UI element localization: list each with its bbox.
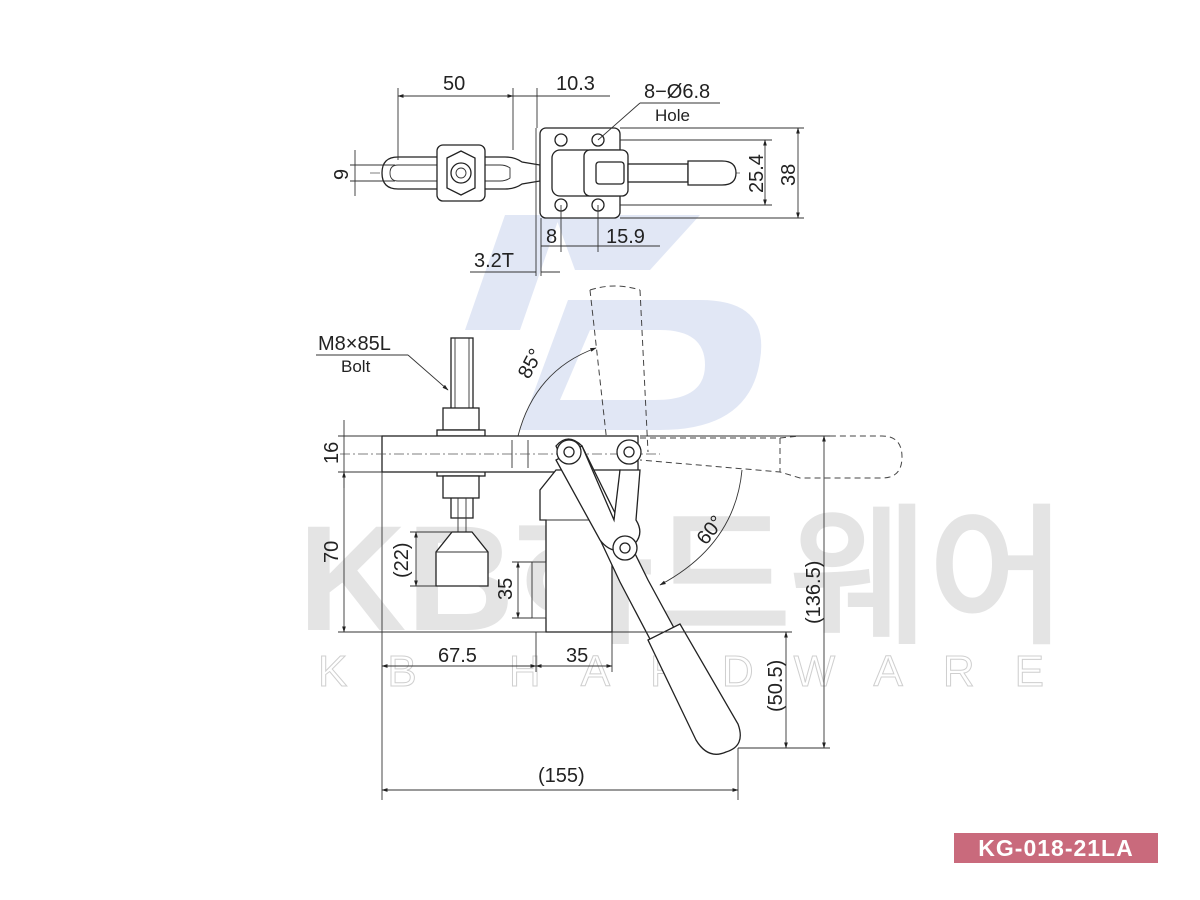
side-view: 85° 60° [316,285,903,800]
ghost-handle-closed [639,435,903,479]
handle-grip-top [687,160,737,186]
dimension-15-9: 15.9 [561,205,660,252]
dim-label-38: 38 [778,164,800,186]
dimension-70: 70 [321,471,546,633]
dim-label-155: (155) [538,765,585,787]
dim-label-25-4: 25.4 [746,154,768,193]
dim-label-136-5: (136.5) [803,561,825,624]
dim-label-holes: 8−Ø6.8 [644,81,710,103]
model-code-badge: KG-018-21LA [954,833,1158,863]
mount-hole [554,133,568,147]
dim-label-3-2t: 3.2T [474,250,514,272]
dim-label-35-vertical: 35 [495,578,517,600]
dimension-35-horizontal: 35 [535,632,613,672]
dimension-3-2t: 3.2T [470,218,560,276]
spindle-nut-lower [442,475,480,499]
dimension-9: 9 [331,150,395,196]
top-view: 50 10.3 8−Ø6.8 Hole 9 25.4 [331,73,804,276]
dimension-50: 50 [397,73,514,160]
dim-label-8: 8 [546,226,557,248]
kb-logo-mark [465,215,762,430]
dim-label-22: (22) [391,542,413,578]
dim-label-70: 70 [321,541,343,563]
dim-label-9: 9 [331,169,353,180]
bolt-callout: M8×85L Bolt [316,333,449,391]
dim-label-15-9: 15.9 [606,226,645,248]
dimension-155: (155) [381,748,739,800]
dim-label-50: 50 [443,73,465,95]
dimension-22: (22) [391,531,452,587]
dim-label-50-5: (50.5) [765,660,787,712]
dimension-35-vertical: 35 [495,561,532,619]
dim-label-67-5: 67.5 [438,645,477,667]
spindle-nut-upper [442,407,480,431]
dimension-25-4: 25.4 [620,139,772,206]
dim-label-35-horizontal: 35 [566,645,588,667]
dim-label-10-3: 10.3 [556,73,595,95]
dimension-50-5: (50.5) [612,631,792,749]
dim-label-16: 16 [321,442,343,464]
handle-top [627,163,689,183]
dim-label-hole-word: Hole [655,106,690,125]
dimension-10-3: 10.3 [513,73,610,128]
handle-grip [647,623,741,755]
dimension-38: 38 [620,127,804,219]
bolt-size-label: M8×85L [318,333,391,355]
dimension-136-5: (136.5) [640,435,830,749]
bolt-word-label: Bolt [341,357,371,376]
dimension-holes: 8−Ø6.8 Hole [597,81,720,141]
ghost-handle-open [589,285,649,453]
dimension-8: 8 [540,205,562,252]
